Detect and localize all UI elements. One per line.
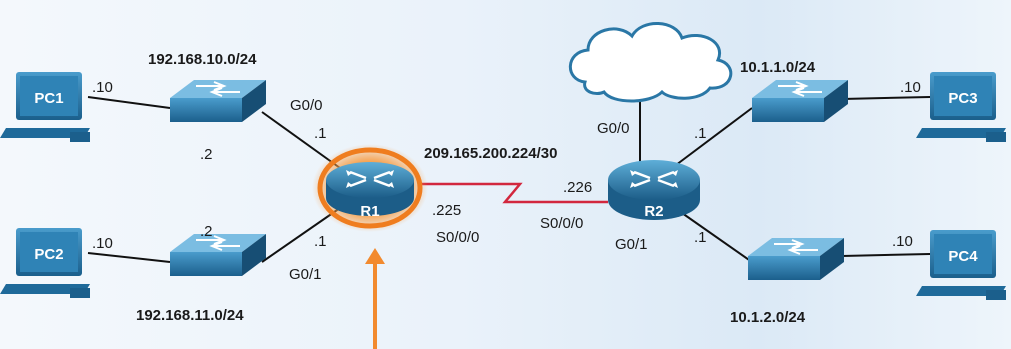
pc4-address-label: .10 [892,233,913,250]
r1-label: R1 [360,203,379,220]
link-pc2-sw2 [87,252,171,263]
pc2-label: PC2 [34,246,63,263]
sw2-address-label: .2 [200,223,213,240]
r1-g01-address-label: .1 [314,233,327,250]
pc1-address-label: .10 [92,79,113,96]
switch-1-icon [170,80,266,122]
r2-label: R2 [644,203,663,220]
lan1-network-label: 192.168.10.0/24 [148,51,257,68]
r1-s000-address-label: .225 [432,202,462,219]
router-r2-icon: R2 [608,160,700,220]
pc3-icon: PC3 [916,72,1006,142]
pc2-address-label: .10 [92,235,113,252]
serial-wan-link [420,182,608,204]
pc4-label: PC4 [948,248,978,265]
switch-4-icon [748,238,844,280]
r1-g00-address-label: .1 [314,125,327,142]
r2-g00-interface-label: G0/0 [597,120,630,137]
links [87,92,931,263]
pc3-label: PC3 [948,90,977,107]
pc1-icon: PC1 [0,72,90,142]
pc2-icon: PC2 [0,228,90,298]
lan2-network-label: 192.168.11.0/24 [136,307,244,324]
link-r2-sw3 [671,107,753,169]
sw1-address-label: .2 [200,146,213,163]
router-r1-icon: R1 [312,144,428,232]
internet-cloud-icon [568,22,733,103]
highlight-arrow-icon [365,248,385,349]
link-r2-sw4 [671,205,753,263]
pc4-icon: PC4 [916,230,1006,300]
r2-g01-address-label: .1 [694,229,707,246]
link-sw4-pc4 [841,253,931,257]
switch-2-icon [170,234,266,276]
pc1-label: PC1 [34,90,63,107]
lan4-network-label: 10.1.2.0/24 [730,309,806,326]
pc3-address-label: .10 [900,79,921,96]
r1-g01-interface-label: G0/1 [289,266,322,283]
link-pc1-sw1 [87,96,171,109]
r1-s000-interface-label: S0/0/0 [436,229,480,246]
wan-network-label: 209.165.200.224/30 [424,145,558,162]
r1-g00-interface-label: G0/0 [290,97,323,114]
switch-3-icon [752,80,848,122]
link-sw3-pc3 [841,96,931,100]
r2-g01-interface-label: G0/1 [615,236,648,253]
r2-g00-address-label: .1 [694,125,707,142]
r2-s000-interface-label: S0/0/0 [540,215,584,232]
lan3-network-label: 10.1.1.0/24 [740,59,816,76]
r2-s000-address-label: .226 [563,179,593,196]
